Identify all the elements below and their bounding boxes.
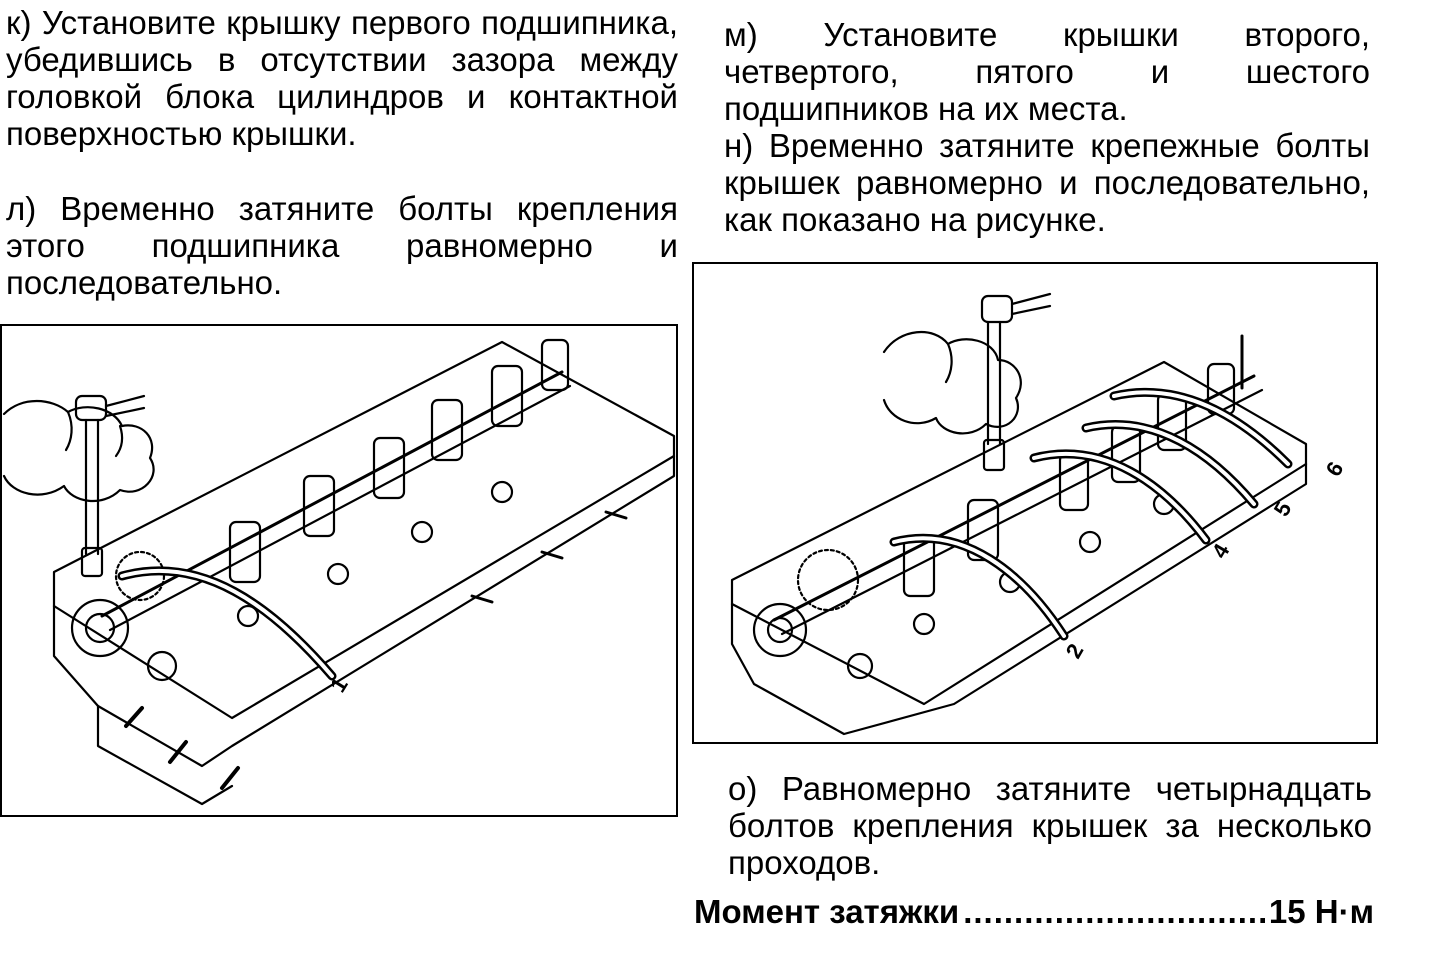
instruction-step-m: м) Установите крышки второго, четвертого… [724,16,1370,127]
cap-number-label: 4 [1207,539,1235,563]
figure-first-bearing-cap: 1 [0,324,678,817]
instruction-step-l: л) Временно затяните болты крепления это… [6,190,678,301]
torque-label: Момент затяжки [694,893,960,930]
torque-leader-dots [963,892,1265,932]
cap-number-label: 1 [325,673,353,697]
step-labels-right: 2 4 5 6 [1061,457,1349,662]
torque-value: 15 Н·м [1268,893,1374,930]
torque-spec: Момент затяжки 15 Н·м [694,892,1374,932]
instruction-step-n: н) Временно затяните крепежные болты кры… [724,127,1370,238]
instruction-step-o: о) Равномерно затяните четырнадцать болт… [728,770,1372,881]
step-labels-left: 1 [325,673,353,697]
instruction-step-k: к) Установите крышку первого подшипника,… [6,4,678,152]
cap-number-label: 5 [1269,497,1297,520]
engine-head-illustration-left [2,338,676,806]
engine-head-illustration-right [730,292,1308,736]
cap-number-label: 6 [1321,457,1349,480]
figure-remaining-bearing-caps: 2 4 5 6 [692,262,1378,744]
cap-number-label: 2 [1061,639,1089,662]
